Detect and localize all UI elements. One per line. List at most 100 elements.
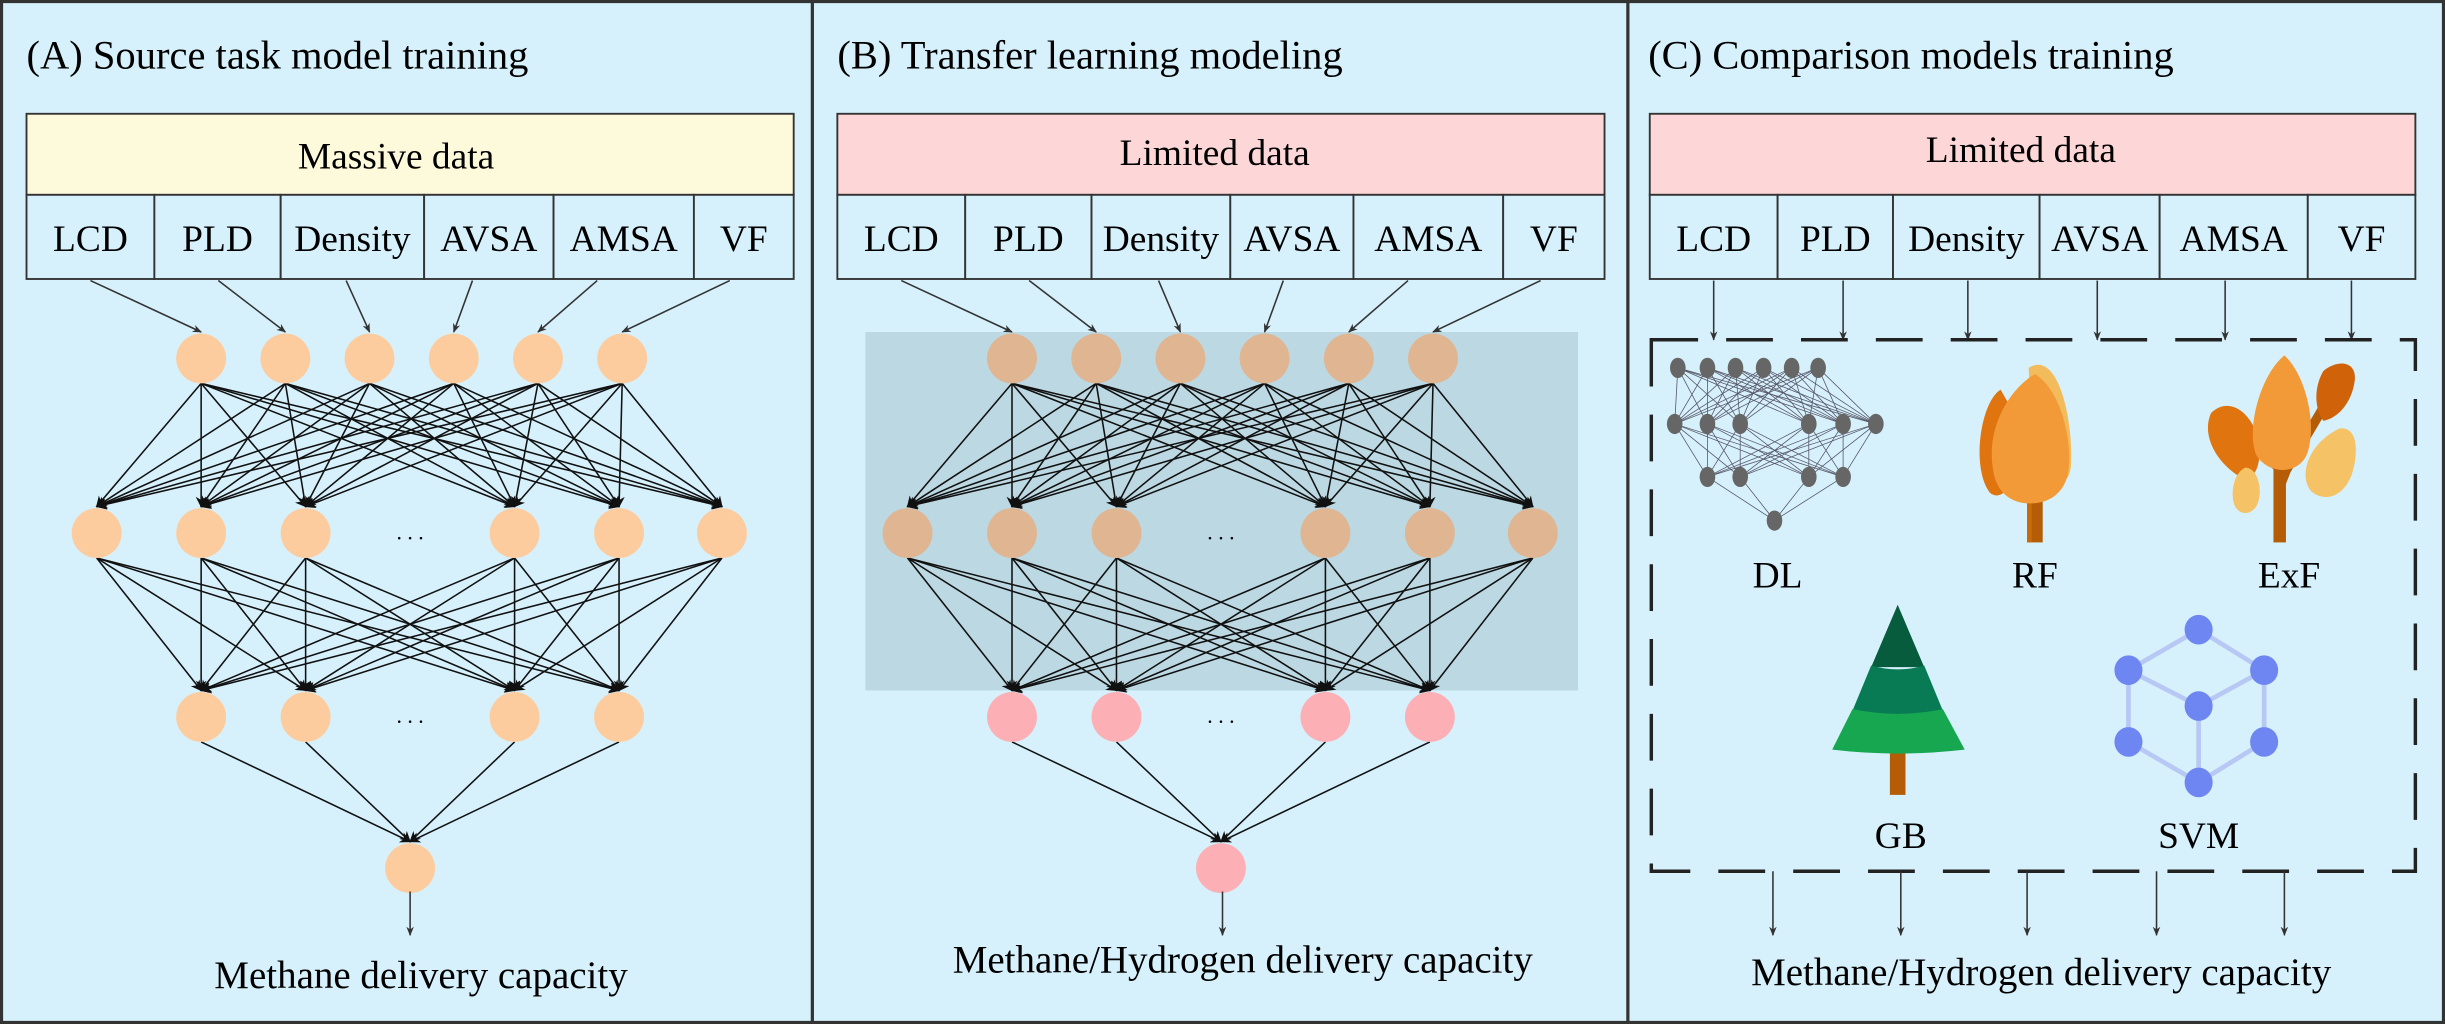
- connection: [906, 382, 1434, 510]
- connection: [1095, 383, 1121, 508]
- neuron-node: [1300, 692, 1351, 742]
- dl-connection: [1707, 367, 1764, 425]
- connection: [304, 383, 371, 508]
- dl-connection: [1707, 367, 1792, 425]
- ellipsis: . . .: [1207, 520, 1234, 544]
- dl-node: [1666, 413, 1683, 435]
- feature-cell: [1352, 193, 1505, 280]
- feature-label: PLD: [993, 219, 1064, 260]
- dl-connection: [1707, 367, 1741, 425]
- feature-label: LCD: [864, 219, 939, 260]
- dl-connection: [1739, 367, 1819, 425]
- panel-c-output-label: Methane/Hydrogen delivery capacity: [1751, 951, 2332, 994]
- dl-connection: [1739, 367, 1792, 425]
- connection: [1011, 382, 1181, 508]
- feature-label: VF: [720, 219, 768, 260]
- dl-connection: [1707, 423, 1844, 478]
- connection: [906, 557, 1013, 692]
- dl-node: [1699, 413, 1716, 435]
- dl-connection: [1674, 367, 1792, 425]
- deep-learning-icon: [1666, 357, 1884, 531]
- connection: [1424, 383, 1436, 508]
- dl-node: [1727, 357, 1744, 378]
- connection: [200, 741, 412, 843]
- svm-node: [2250, 655, 2279, 686]
- dl-connection: [1774, 476, 1844, 521]
- connection: [1324, 557, 1534, 692]
- connection: [95, 382, 370, 508]
- model-label-exf: ExF: [2258, 556, 2320, 597]
- connection: [1115, 382, 1350, 508]
- limited-data-header: [836, 112, 1606, 196]
- dl-node: [1801, 466, 1817, 488]
- model-label-dl: DL: [1753, 556, 1803, 597]
- dl-connection: [1674, 367, 1764, 425]
- connection: [95, 382, 539, 510]
- feature-cell: [1776, 193, 1894, 280]
- dl-connection: [1707, 423, 1809, 478]
- ellipsis: . . .: [396, 520, 423, 544]
- neuron-node: [1239, 333, 1290, 384]
- feature-cell: [552, 193, 695, 280]
- neuron-node: [1091, 692, 1142, 742]
- input-arrow: [900, 279, 1013, 333]
- feature-cell: [153, 193, 282, 280]
- connection: [200, 382, 455, 508]
- connection: [200, 557, 620, 693]
- limited-data-label: Limited data: [1926, 130, 2117, 171]
- feature-cell: [423, 193, 555, 280]
- connection: [1115, 382, 1434, 509]
- dl-connection: [1842, 423, 1877, 478]
- neuron-node: [1195, 843, 1246, 894]
- dl-connection: [1674, 367, 1736, 425]
- dl-connection: [1735, 367, 1810, 425]
- neuron-node: [385, 843, 436, 894]
- connection: [906, 382, 1097, 508]
- neuron-node: [1404, 692, 1455, 742]
- model-label-svm: SVM: [2158, 816, 2239, 857]
- connection: [1011, 557, 1118, 692]
- feature-cell: [2158, 193, 2309, 280]
- connection: [1432, 382, 1534, 508]
- connection: [200, 557, 723, 694]
- connection: [95, 382, 623, 510]
- dl-connection: [1763, 367, 1844, 425]
- gradient-boosting-icon: [1832, 604, 1965, 795]
- feature-label: PLD: [1800, 219, 1871, 260]
- connection: [304, 382, 455, 508]
- dl-connection: [1763, 367, 1877, 425]
- panel-a-title: (A) Source task model training: [27, 33, 529, 78]
- feature-label: AVSA: [1243, 219, 1340, 260]
- input-arrow: [453, 280, 474, 333]
- neuron-node: [280, 508, 331, 558]
- panel-c-output-arrows: [1769, 871, 2289, 937]
- frozen-layers-box: [865, 331, 1579, 691]
- neuron-node: [344, 333, 395, 384]
- neuron-node: [594, 692, 644, 742]
- panel-c-input-arrows: [1709, 280, 2356, 341]
- dl-connection: [1677, 367, 1741, 425]
- connection: [1011, 382, 1265, 508]
- dl-connection: [1808, 423, 1844, 478]
- input-arrow: [621, 279, 731, 333]
- dl-connection: [1739, 476, 1775, 521]
- input-arrow: [217, 279, 287, 333]
- feature-label: AMSA: [2180, 219, 2288, 260]
- svm-node: [2184, 691, 2213, 721]
- connection: [409, 741, 620, 843]
- neuron-node: [1300, 508, 1351, 558]
- feature-label: AVSA: [2051, 219, 2148, 260]
- dl-connection: [1674, 367, 1708, 425]
- neuron-node: [1507, 508, 1558, 558]
- input-arrow: [1263, 280, 1285, 333]
- input-arrow: [1028, 279, 1097, 333]
- feature-label: Density: [1908, 219, 2025, 260]
- svm-icon: [2114, 614, 2279, 798]
- connection: [1010, 382, 1434, 510]
- feature-cell: [692, 193, 795, 280]
- dl-node: [1670, 357, 1686, 378]
- dl-connection: [1707, 367, 1736, 425]
- connection: [304, 382, 539, 508]
